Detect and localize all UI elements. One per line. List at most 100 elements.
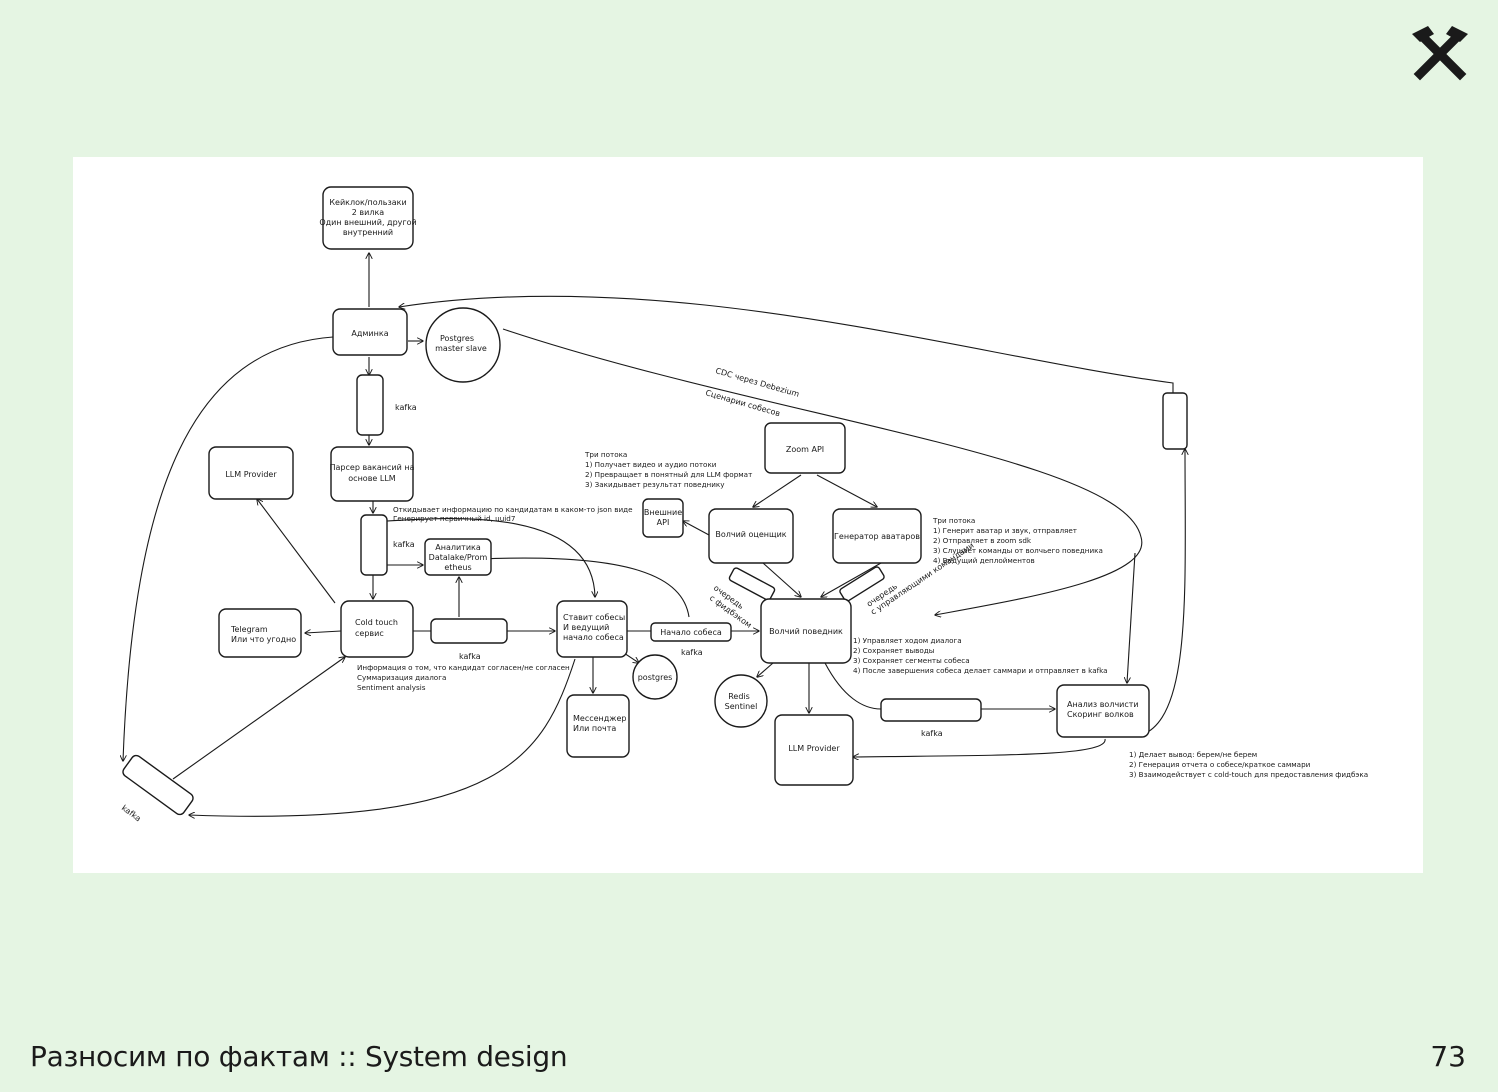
threads-left-line-2: 1) Получает видео и аудио потоки — [585, 460, 717, 469]
edge-avatar-interviewer — [821, 562, 882, 597]
edge-to-analysis — [1127, 552, 1136, 683]
node-avatar-gen: Генератор аватаров — [832, 508, 922, 564]
edge-analysis-llm — [853, 738, 1106, 757]
node-external-api: Внешние API — [642, 498, 684, 538]
note-cold-touch: Информация о том, что кандидат согласен/… — [357, 663, 570, 692]
diagram-edges — [123, 253, 1185, 816]
edge-interview-analytics — [481, 558, 690, 618]
external-api-line-1: Внешние — [644, 508, 682, 517]
interviewer-note-line-2: 2) Сохраняет выводы — [853, 646, 935, 655]
threads-left-line-3: 2) Превращает в понятный для LLM формат — [585, 470, 752, 479]
note-three-threads-right: Три потока 1) Генерит аватар и звук, отп… — [932, 516, 1103, 565]
start-interview-label: Начало собеса — [660, 628, 722, 637]
zoom-api-label: Zoom API — [786, 445, 824, 454]
edge-zoom-grader — [753, 474, 802, 507]
node-redis: Redis Sentinel — [714, 674, 768, 728]
analysis-line-1: Анализ волчисти — [1067, 700, 1139, 709]
edge-analysis-box — [1128, 449, 1185, 738]
postgres-master-line-1: Postgres — [440, 334, 474, 343]
scenarios-label: Сценарии собесов — [704, 388, 781, 418]
admin-label: Админка — [351, 329, 388, 338]
grader-label: Волчий оценщик — [715, 530, 786, 539]
redis-line-2: Sentinel — [725, 702, 758, 711]
node-grader: Волчий оценщик — [708, 508, 794, 564]
telegram-line-2: Или что угодно — [231, 635, 296, 644]
threads-right-line-2: 1) Генерит аватар и звук, отправляет — [933, 526, 1077, 535]
scheduler-line-1: Ставит собесы — [563, 613, 625, 622]
node-feedback-queue — [728, 567, 776, 601]
keycloak-line-1: Кейклок/пользаки — [329, 198, 406, 207]
edge-interviewer-redis — [757, 662, 774, 677]
kafka-left-label: kafka — [120, 803, 143, 823]
analytics-line-2: Datalake/Prom — [429, 553, 488, 562]
analysis-line-2: Скоринг волков — [1067, 710, 1134, 719]
node-interviewer: Волчий поведник — [760, 598, 852, 664]
kafka-top-label: kafka — [395, 403, 417, 412]
edge-grader-interviewer — [762, 562, 801, 597]
messenger-line-1: Мессенджер — [573, 714, 627, 723]
node-postgres-master: Postgres master slave — [425, 307, 501, 383]
keycloak-line-2: 2 вилка — [352, 208, 384, 217]
telegram-line-1: Telegram — [230, 625, 268, 634]
messenger-line-2: Или почта — [573, 724, 616, 733]
kafka-mid-label: kafka — [393, 540, 415, 549]
footer-title: Разносим по фактам :: System design — [30, 1040, 568, 1073]
threads-left-line-1: Три потока — [584, 450, 627, 459]
edge-scheduler-kafka-left — [189, 658, 576, 816]
note-parser-out: Откидывает информацию по кандидатам в ка… — [393, 505, 633, 523]
edge-kafka-scheduler-curve — [386, 517, 595, 597]
interviewer-note-line-3: 3) Сохраняет сегменты собеса — [853, 656, 970, 665]
analytics-line-1: Аналитика — [435, 543, 481, 552]
edge-zoom-avatar — [816, 474, 877, 507]
node-start-interview: Начало собеса kafka — [650, 622, 732, 657]
cold-touch-line-1: Cold touch — [355, 618, 398, 627]
threads-right-line-3: 2) Отправляет в zoom sdk — [933, 536, 1032, 545]
edge-cdc-interviewer — [502, 328, 1143, 615]
edge-box-admin — [399, 295, 1174, 393]
postgres-small-label: postgres — [638, 673, 673, 682]
interviewer-note-line-1: 1) Управляет ходом диалога — [853, 636, 962, 645]
node-kafka-bottom: kafka — [880, 698, 982, 738]
node-analysis: Анализ волчисти Скоринг волков — [1056, 684, 1150, 738]
node-cold-touch: Cold touch сервис — [340, 600, 414, 658]
parser-line-1: Парсер вакансий на — [330, 463, 415, 472]
edge-coldtouch-llm — [257, 499, 336, 604]
node-llm-bottom: LLM Provider — [774, 714, 854, 786]
parser-out-line-2: Генерирует первичный id, uuid7 — [393, 514, 515, 523]
edge-grader-external — [683, 521, 710, 536]
keycloak-line-3: Один внешний, другой — [319, 218, 416, 227]
cold-touch-note-line-2: Суммаризация диалога — [357, 673, 446, 682]
kafka-ct-label: kafka — [459, 652, 481, 661]
page-number: 73 — [1430, 1040, 1466, 1073]
node-messenger: Мессенджер Или почта — [566, 694, 630, 758]
scheduler-line-2: И ведущий — [563, 623, 609, 632]
analysis-note-line-1: 1) Делает вывод: берем/не берем — [1129, 750, 1257, 759]
node-kafka-mid: kafka — [360, 514, 415, 576]
edge-admin-kafka-left — [123, 336, 334, 761]
node-scheduler: Ставит собесы И ведущий начало собеса — [556, 600, 628, 658]
avatar-gen-label: Генератор аватаров — [834, 532, 920, 541]
postgres-master-line-2: master slave — [435, 344, 487, 353]
node-admin: Админка — [332, 308, 408, 356]
cold-touch-line-2: сервис — [355, 629, 384, 638]
analytics-line-3: etheus — [444, 563, 471, 572]
diagram-panel: Кейклок/пользаки 2 вилка Один внешний, д… — [73, 157, 1423, 873]
parser-out-line-1: Откидывает информацию по кандидатам в ка… — [393, 505, 633, 514]
node-zoom-api: Zoom API — [764, 422, 846, 474]
interviewer-label: Волчий поведник — [769, 627, 843, 636]
edge-kafka-left-coldtouch — [172, 657, 345, 780]
note-analysis: 1) Делает вывод: берем/не берем 2) Генер… — [1129, 750, 1368, 779]
architecture-diagram: Кейклок/пользаки 2 вилка Один внешний, д… — [73, 186, 1368, 823]
kafka-bottom-label: kafka — [921, 729, 943, 738]
llm-bottom-label: LLM Provider — [788, 744, 840, 753]
node-llm-left: LLM Provider — [208, 446, 294, 500]
node-telegram: Telegram Или что угодно — [218, 608, 302, 658]
node-parser: Парсер вакансий на основе LLM — [330, 446, 415, 502]
llm-left-label: LLM Provider — [225, 470, 277, 479]
analysis-note-line-3: 3) Взаимодействует с cold-touch для пред… — [1129, 770, 1368, 779]
note-three-threads-left: Три потока 1) Получает видео и аудио пот… — [584, 450, 752, 489]
cold-touch-note-line-3: Sentiment analysis — [357, 683, 426, 692]
keycloak-line-4: внутренний — [343, 228, 393, 237]
scheduler-line-3: начало собеса — [563, 633, 624, 642]
node-kafka-top: kafka — [356, 374, 417, 436]
